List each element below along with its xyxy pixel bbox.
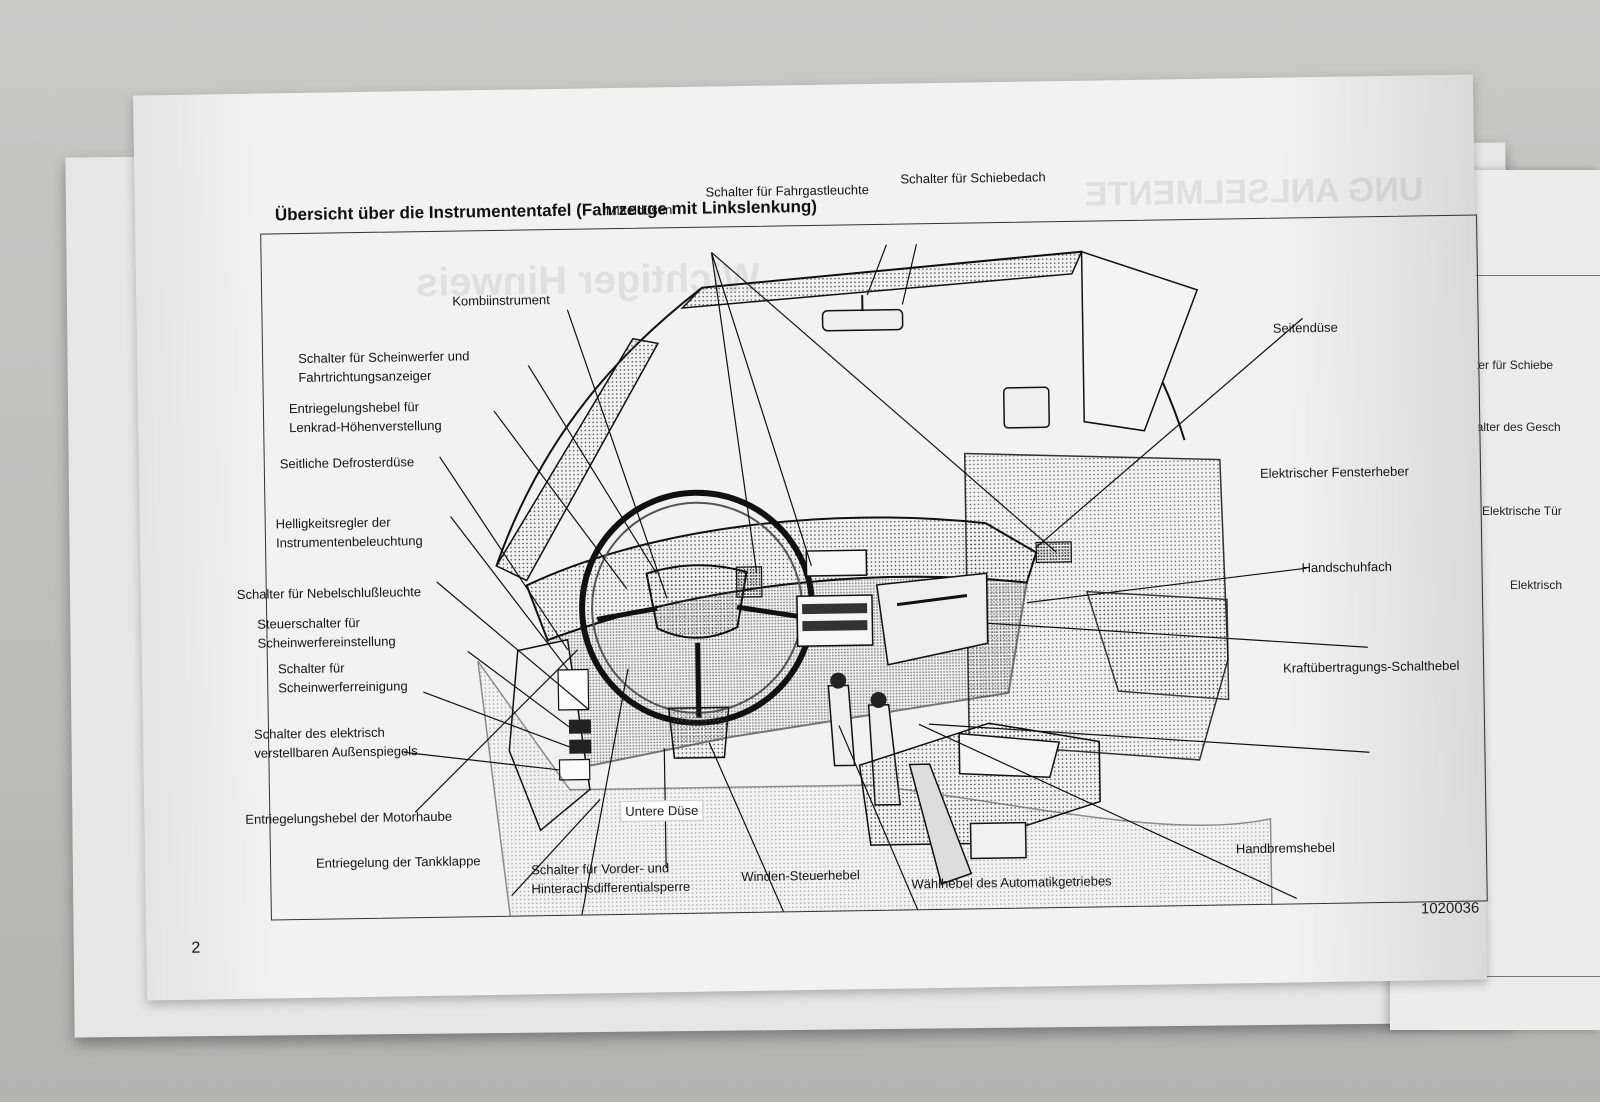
manual-page: UNG ANLSELMENTE Wichtiger Hinweis Übersi… <box>132 74 1488 1001</box>
label-schiebedach: Schalter für Schiebedach <box>900 169 1046 187</box>
label-fensterheber: Elektrischer Fensterheber <box>1259 463 1409 481</box>
label-wahlhebel: Wählhebel des Automatikgetriebes <box>911 873 1112 892</box>
bleed-through-text: UNG ANLSELMENTE <box>1084 170 1424 214</box>
label-differential-line1: Schalter für Vorder- und <box>531 860 670 878</box>
label-aussenspiegel-line1: Schalter des elektrisch <box>253 724 385 742</box>
label-motorhaube: Entriegelungshebel der Motorhaube <box>245 808 453 827</box>
label-reinigung-line2: Scheinwerferreinigung <box>278 678 408 696</box>
label-scheinwerfer-line1: Schalter für Scheinwerfer und <box>298 348 470 367</box>
label-helligkeit: Helligkeitsregler der Instrumentenbeleuc… <box>276 512 423 552</box>
label-fahrgastleuchte: Schalter für Fahrgastleuchte <box>705 182 869 200</box>
label-handbremse: Handbremshebel <box>1235 839 1336 857</box>
label-reinigung-line1: Schalter für <box>277 660 345 677</box>
label-entriegelung-lenkrad-line1: Entriegelungshebel für <box>288 399 420 417</box>
label-steuerschalter-line1: Steuerschalter für <box>257 615 361 632</box>
label-scheinwerfer-line2: Fahrtrichtungsanzeiger <box>298 367 432 386</box>
label-defroster: Seitliche Defrosterdüse <box>279 454 415 472</box>
label-differential-line2: Hinterachsdifferentialsperre <box>531 878 691 897</box>
label-steuerschalter-line2: Scheinwerfereinstellung <box>257 633 396 651</box>
label-tankklappe: Entriegelung der Tankklappe <box>315 853 481 871</box>
label-aussenspiegel: Schalter des elektrisch verstellbaren Au… <box>254 722 418 763</box>
right-page-label-2: Schalter des Gesch <box>1456 420 1561 434</box>
right-page-label-3: Elektrische Tür <box>1482 504 1562 518</box>
label-handschuhfach: Handschuhfach <box>1301 558 1392 576</box>
reference-code: 1020036 <box>1420 899 1480 918</box>
label-entriegelung-lenkrad: Entriegelungshebel für Lenkrad-Höhenvers… <box>289 397 442 437</box>
label-reinigung: Schalter für Scheinwerferreinigung <box>278 657 408 697</box>
label-kraftubertragung: Kraftübertragungs-Schalthebel <box>1282 657 1460 676</box>
diagram-frame: Mitteldüsen Schalter für Fahrgastleuchte… <box>237 169 1488 921</box>
label-seitenduse: Seitendüse <box>1272 319 1338 336</box>
label-entriegelung-lenkrad-line2: Lenkrad-Höhenverstellung <box>289 417 442 436</box>
label-untere-duse: Untere Düse <box>620 799 704 823</box>
label-nebelschluss: Schalter für Nebelschlußleuchte <box>236 584 422 603</box>
label-helligkeit-line1: Helligkeitsregler der <box>275 514 391 532</box>
label-aussenspiegel-line2: verstellbaren Außenspiegels <box>254 743 418 761</box>
label-mitteldusen: Mitteldüsen <box>605 202 673 219</box>
label-kombiinstrument: Kombiinstrument <box>452 292 550 309</box>
label-steuerschalter: Steuerschalter für Scheinwerfereinstellu… <box>257 613 396 653</box>
label-winden: Winden-Steuerhebel <box>741 867 860 885</box>
label-helligkeit-line2: Instrumentenbeleuchtung <box>275 533 423 551</box>
dashboard-illustration <box>404 244 1370 920</box>
page-number: 2 <box>191 939 201 957</box>
label-scheinwerfer: Schalter für Scheinwerfer und Fahrtricht… <box>298 346 470 387</box>
page-title: Übersicht über die Instrumententafel (Fa… <box>274 196 818 225</box>
label-differential: Schalter für Vorder- und Hinterachsdiffe… <box>531 858 690 898</box>
right-page-label-4: Elektrisch <box>1510 578 1563 592</box>
